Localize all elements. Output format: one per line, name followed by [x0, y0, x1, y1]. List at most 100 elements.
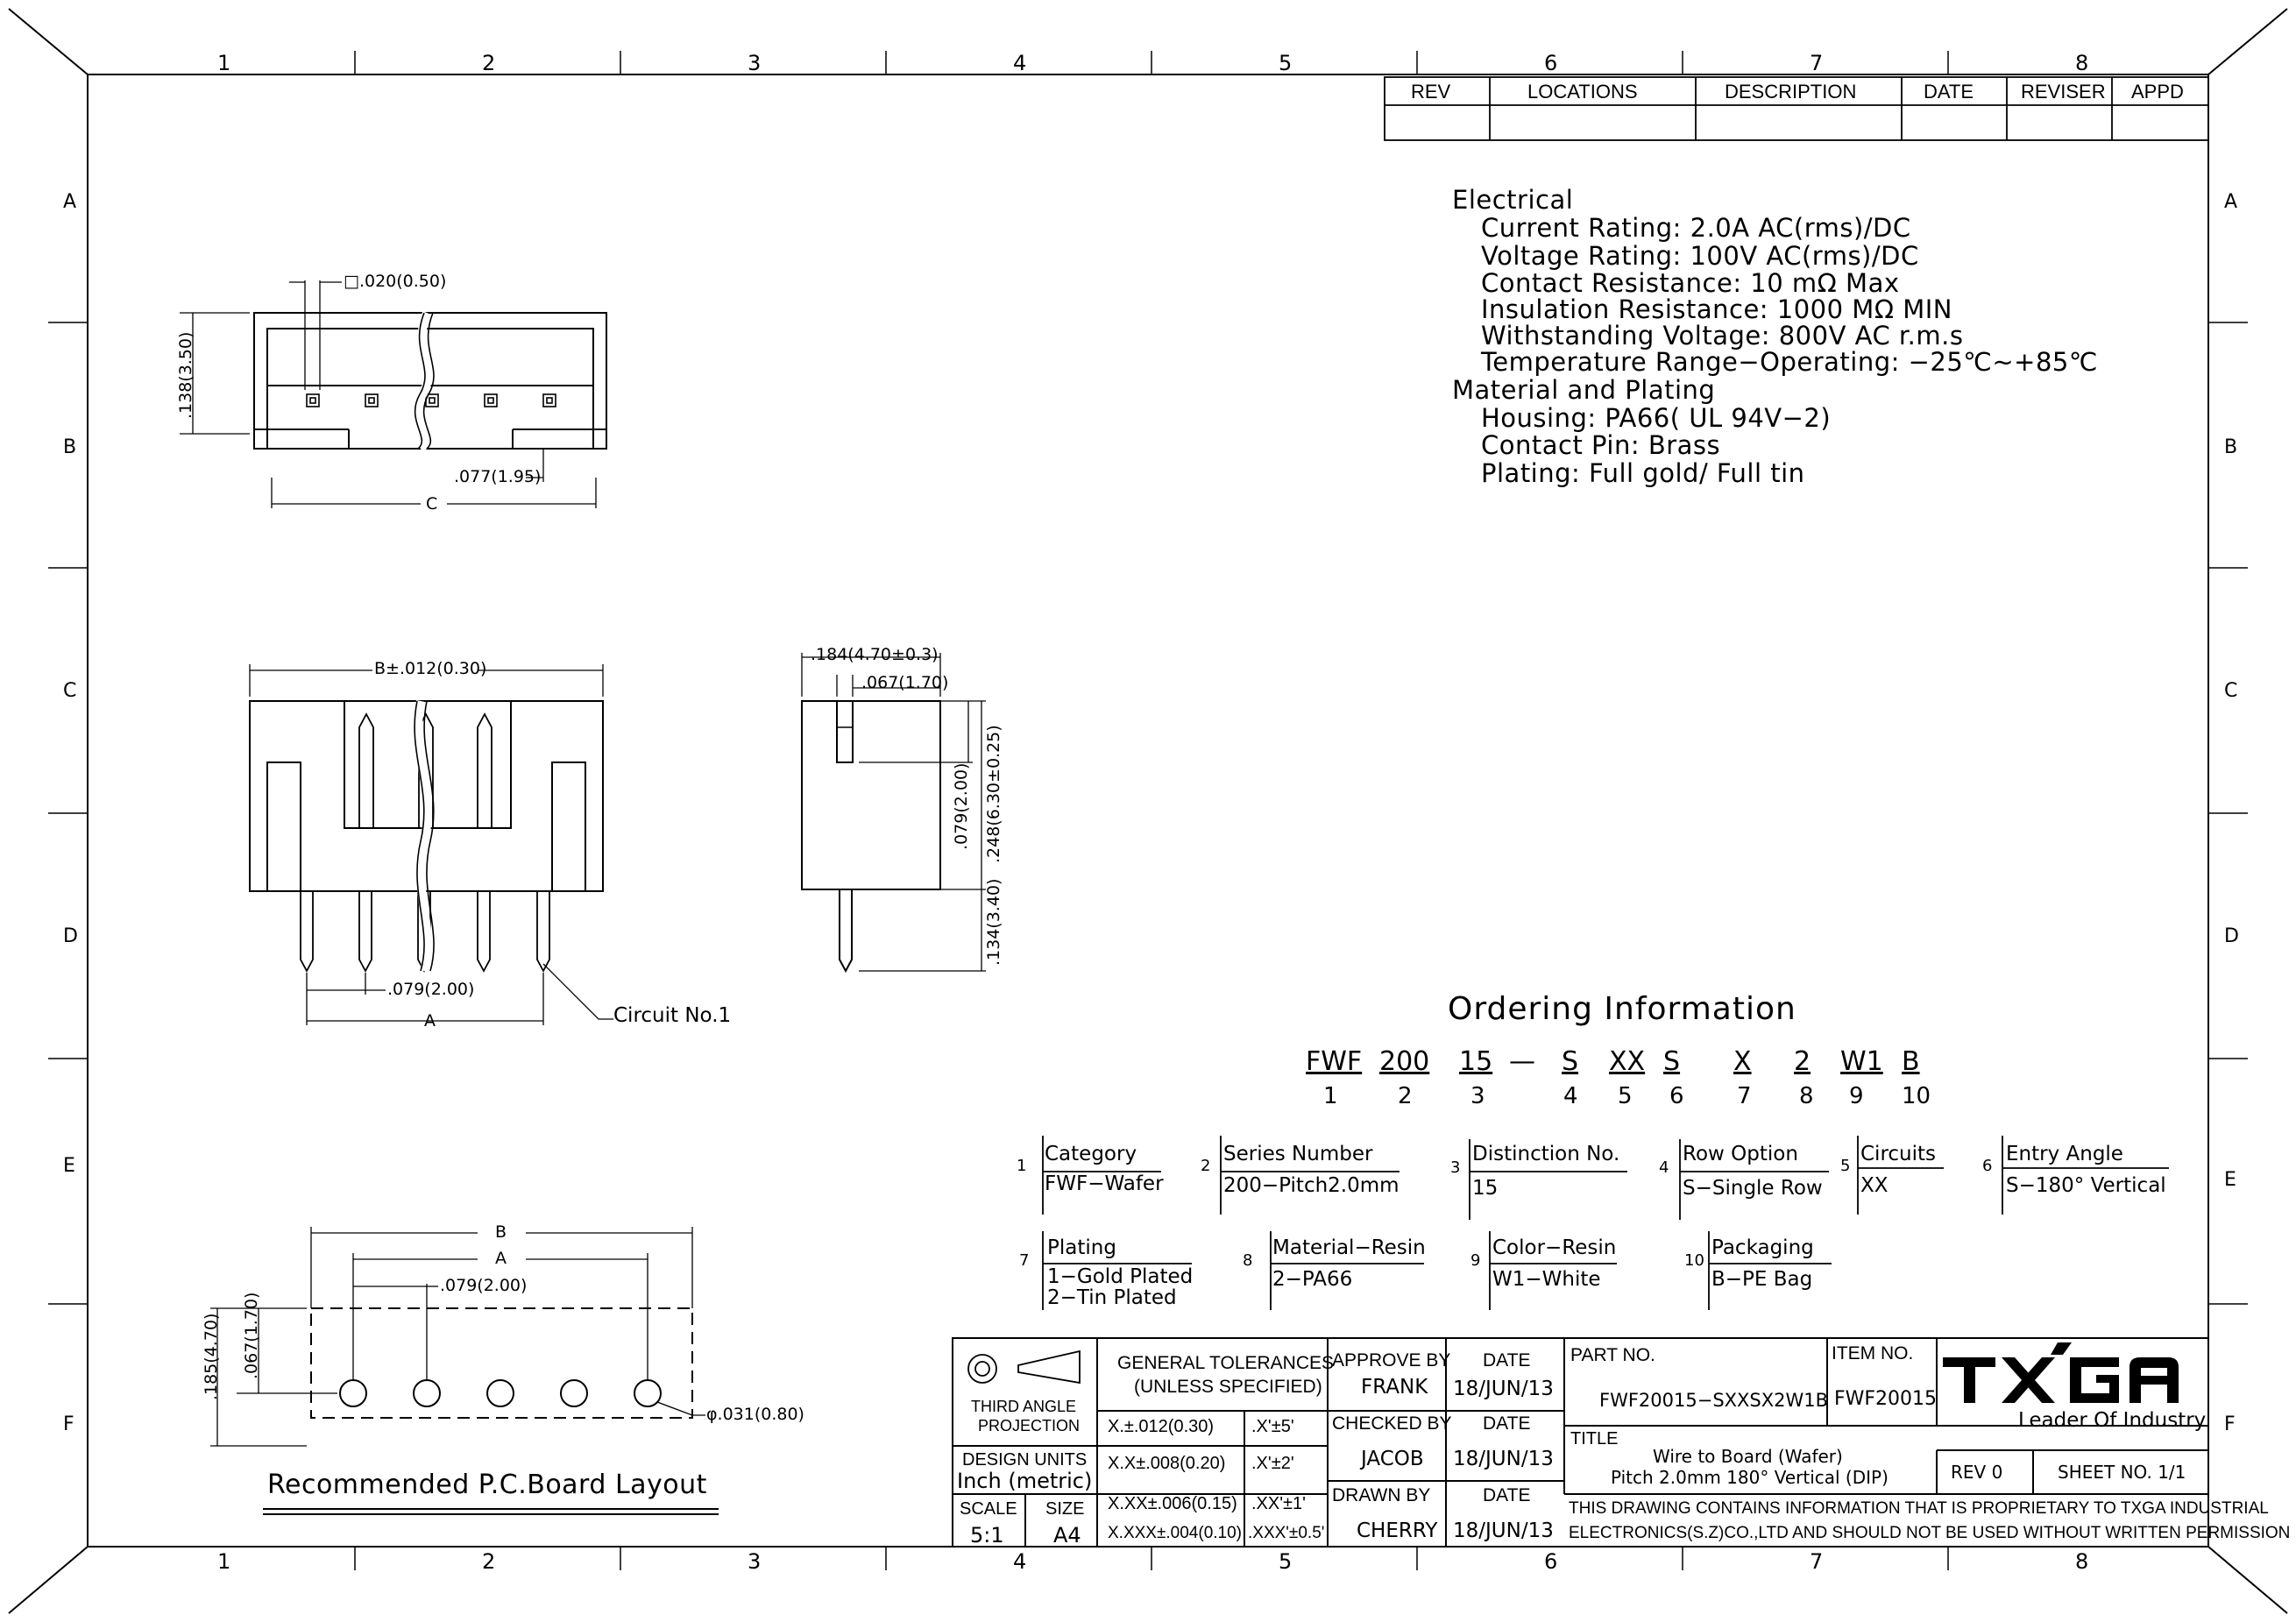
tol-linear: X.X±.008(0.20) — [1108, 1454, 1226, 1473]
option-value: 200−Pitch2.0mm — [1223, 1174, 1400, 1197]
projection-label-2: PROJECTION — [978, 1417, 1081, 1434]
dim-side-h1: .079(2.00) — [952, 762, 971, 850]
option-num: 3 — [1450, 1158, 1461, 1177]
description-header: DESCRIPTION — [1725, 81, 1857, 103]
row-label: D — [2224, 925, 2239, 947]
code-index: 9 — [1849, 1083, 1864, 1109]
design-units-value: Inch (metric) — [957, 1469, 1093, 1493]
option-num: 7 — [1019, 1251, 1030, 1270]
option-value: B−PE Bag — [1711, 1268, 1813, 1291]
option-label: Packaging — [1711, 1236, 1814, 1259]
code-index: 2 — [1398, 1083, 1413, 1109]
dim-pcb-hole: φ.031(0.80) — [706, 1405, 804, 1424]
pcb-layout-drawing — [210, 1227, 719, 1515]
row-label: F — [2224, 1413, 2236, 1435]
dim-top-offset: .077(1.95) — [454, 467, 542, 486]
drawn-date-label: DATE — [1483, 1485, 1531, 1505]
option-num: 6 — [1982, 1157, 1993, 1175]
code-part: W1 — [1840, 1046, 1883, 1077]
reviser-header: REVISER — [2021, 81, 2106, 103]
part-no-label: PART NO. — [1570, 1345, 1655, 1365]
col-label: 2 — [482, 51, 496, 75]
top-view-drawing — [180, 280, 607, 508]
code-index: 7 — [1737, 1083, 1752, 1109]
col-label: 2 — [482, 1549, 496, 1574]
dim-front-pitch: .079(2.00) — [387, 980, 475, 999]
option-value: S−180° Vertical — [2006, 1174, 2166, 1197]
dim-front-a: A — [424, 1011, 436, 1031]
option-value: 2−Tin Plated — [1047, 1286, 1177, 1309]
locations-header: LOCATIONS — [1527, 81, 1638, 103]
rev-header: REV — [1411, 81, 1451, 103]
code-part: 15 — [1459, 1046, 1493, 1077]
col-label: 6 — [1544, 1549, 1558, 1574]
col-label: 5 — [1279, 1549, 1293, 1574]
code-part: S — [1562, 1046, 1579, 1077]
date-header: DATE — [1924, 81, 1974, 103]
tol-angle: .X'±5' — [1251, 1417, 1294, 1436]
option-label: Color−Resin — [1492, 1236, 1617, 1259]
item-no-value: FWF20015 — [1834, 1388, 1938, 1410]
dim-pcb-pitch: .079(2.00) — [440, 1276, 528, 1295]
dim-pcb-h1: .185(4.70) — [202, 1313, 221, 1400]
col-label: 4 — [1013, 1549, 1027, 1574]
spec-line: Housing: PA66( UL 94V−2) — [1481, 403, 1832, 433]
checked-by-name: JACOB — [1361, 1448, 1424, 1470]
col-label: 6 — [1544, 51, 1558, 75]
code-index: 1 — [1323, 1083, 1338, 1109]
code-part: XX — [1609, 1046, 1646, 1077]
spec-line: Current Rating: 2.0A AC(rms)/DC — [1481, 213, 1911, 243]
option-label: Category — [1045, 1143, 1137, 1165]
tol-angle: .X'±2' — [1251, 1454, 1294, 1473]
code-part: FWF — [1306, 1046, 1363, 1077]
code-part: S — [1663, 1046, 1681, 1077]
proprietary-notice-2: ELECTRONICS(S.Z)CO.,LTD AND SHOULD NOT B… — [1569, 1524, 2291, 1542]
title-line-2: Pitch 2.0mm 180° Vertical (DIP) — [1611, 1467, 1889, 1488]
tolerances-subheading: (UNLESS SPECIFIED) — [1134, 1377, 1322, 1397]
col-label: 8 — [2075, 1549, 2089, 1574]
dim-side-slot: .067(1.70) — [861, 673, 949, 692]
design-units-label: DESIGN UNITS — [962, 1450, 1088, 1470]
tol-linear: X.±.012(0.30) — [1108, 1417, 1215, 1436]
option-value: 1−Gold Plated — [1047, 1265, 1194, 1288]
scale-label: SCALE — [960, 1499, 1017, 1519]
dim-top-c: C — [426, 494, 438, 514]
title-label: TITLE — [1570, 1429, 1619, 1448]
front-view-drawing — [249, 664, 613, 1025]
dim-pcb-h2: .067(1.70) — [242, 1292, 261, 1379]
part-no-value: FWF20015−SXXSX2W1B — [1599, 1390, 1829, 1411]
option-label: Series Number — [1223, 1143, 1373, 1165]
option-label: Plating — [1047, 1236, 1116, 1259]
approve-date: 18/JUN/13 — [1453, 1378, 1554, 1400]
row-label: F — [63, 1413, 74, 1435]
approve-date-label: DATE — [1483, 1350, 1531, 1371]
ordering-option-separators — [1042, 1136, 2169, 1310]
option-num: 2 — [1201, 1157, 1211, 1175]
dim-side-h2: .248(6.30±0.25) — [984, 725, 1003, 863]
circuit-no1-label: Circuit No.1 — [613, 1004, 732, 1027]
title-line-1: Wire to Board (Wafer) — [1653, 1446, 1843, 1467]
option-value: 2−PA66 — [1272, 1268, 1353, 1291]
option-num: 8 — [1243, 1251, 1253, 1270]
side-view-drawing — [801, 653, 986, 974]
revision-table-grid — [1384, 76, 2209, 141]
option-value: 15 — [1472, 1177, 1499, 1200]
tol-angle: .XXX'±0.5' — [1248, 1524, 1325, 1542]
row-label: C — [2224, 680, 2238, 702]
col-label: 1 — [217, 1549, 231, 1574]
code-part: B — [1902, 1046, 1920, 1077]
dim-pin-size: □.020(0.50) — [344, 272, 447, 291]
tolerances-heading: GENERAL TOLERANCES — [1117, 1353, 1335, 1373]
checked-date-label: DATE — [1483, 1413, 1531, 1434]
spec-line: Contact Pin: Brass — [1481, 430, 1721, 460]
projection-label: THIRD ANGLE — [971, 1398, 1077, 1415]
row-label: A — [63, 191, 77, 213]
option-value: W1−White — [1492, 1268, 1601, 1291]
row-label: D — [63, 925, 78, 947]
col-label: 8 — [2075, 51, 2089, 75]
col-label: 3 — [748, 1549, 762, 1574]
size-value: A4 — [1053, 1523, 1081, 1548]
row-label: B — [2224, 436, 2238, 458]
code-dash: — — [1509, 1046, 1535, 1077]
col-label: 1 — [217, 51, 231, 75]
